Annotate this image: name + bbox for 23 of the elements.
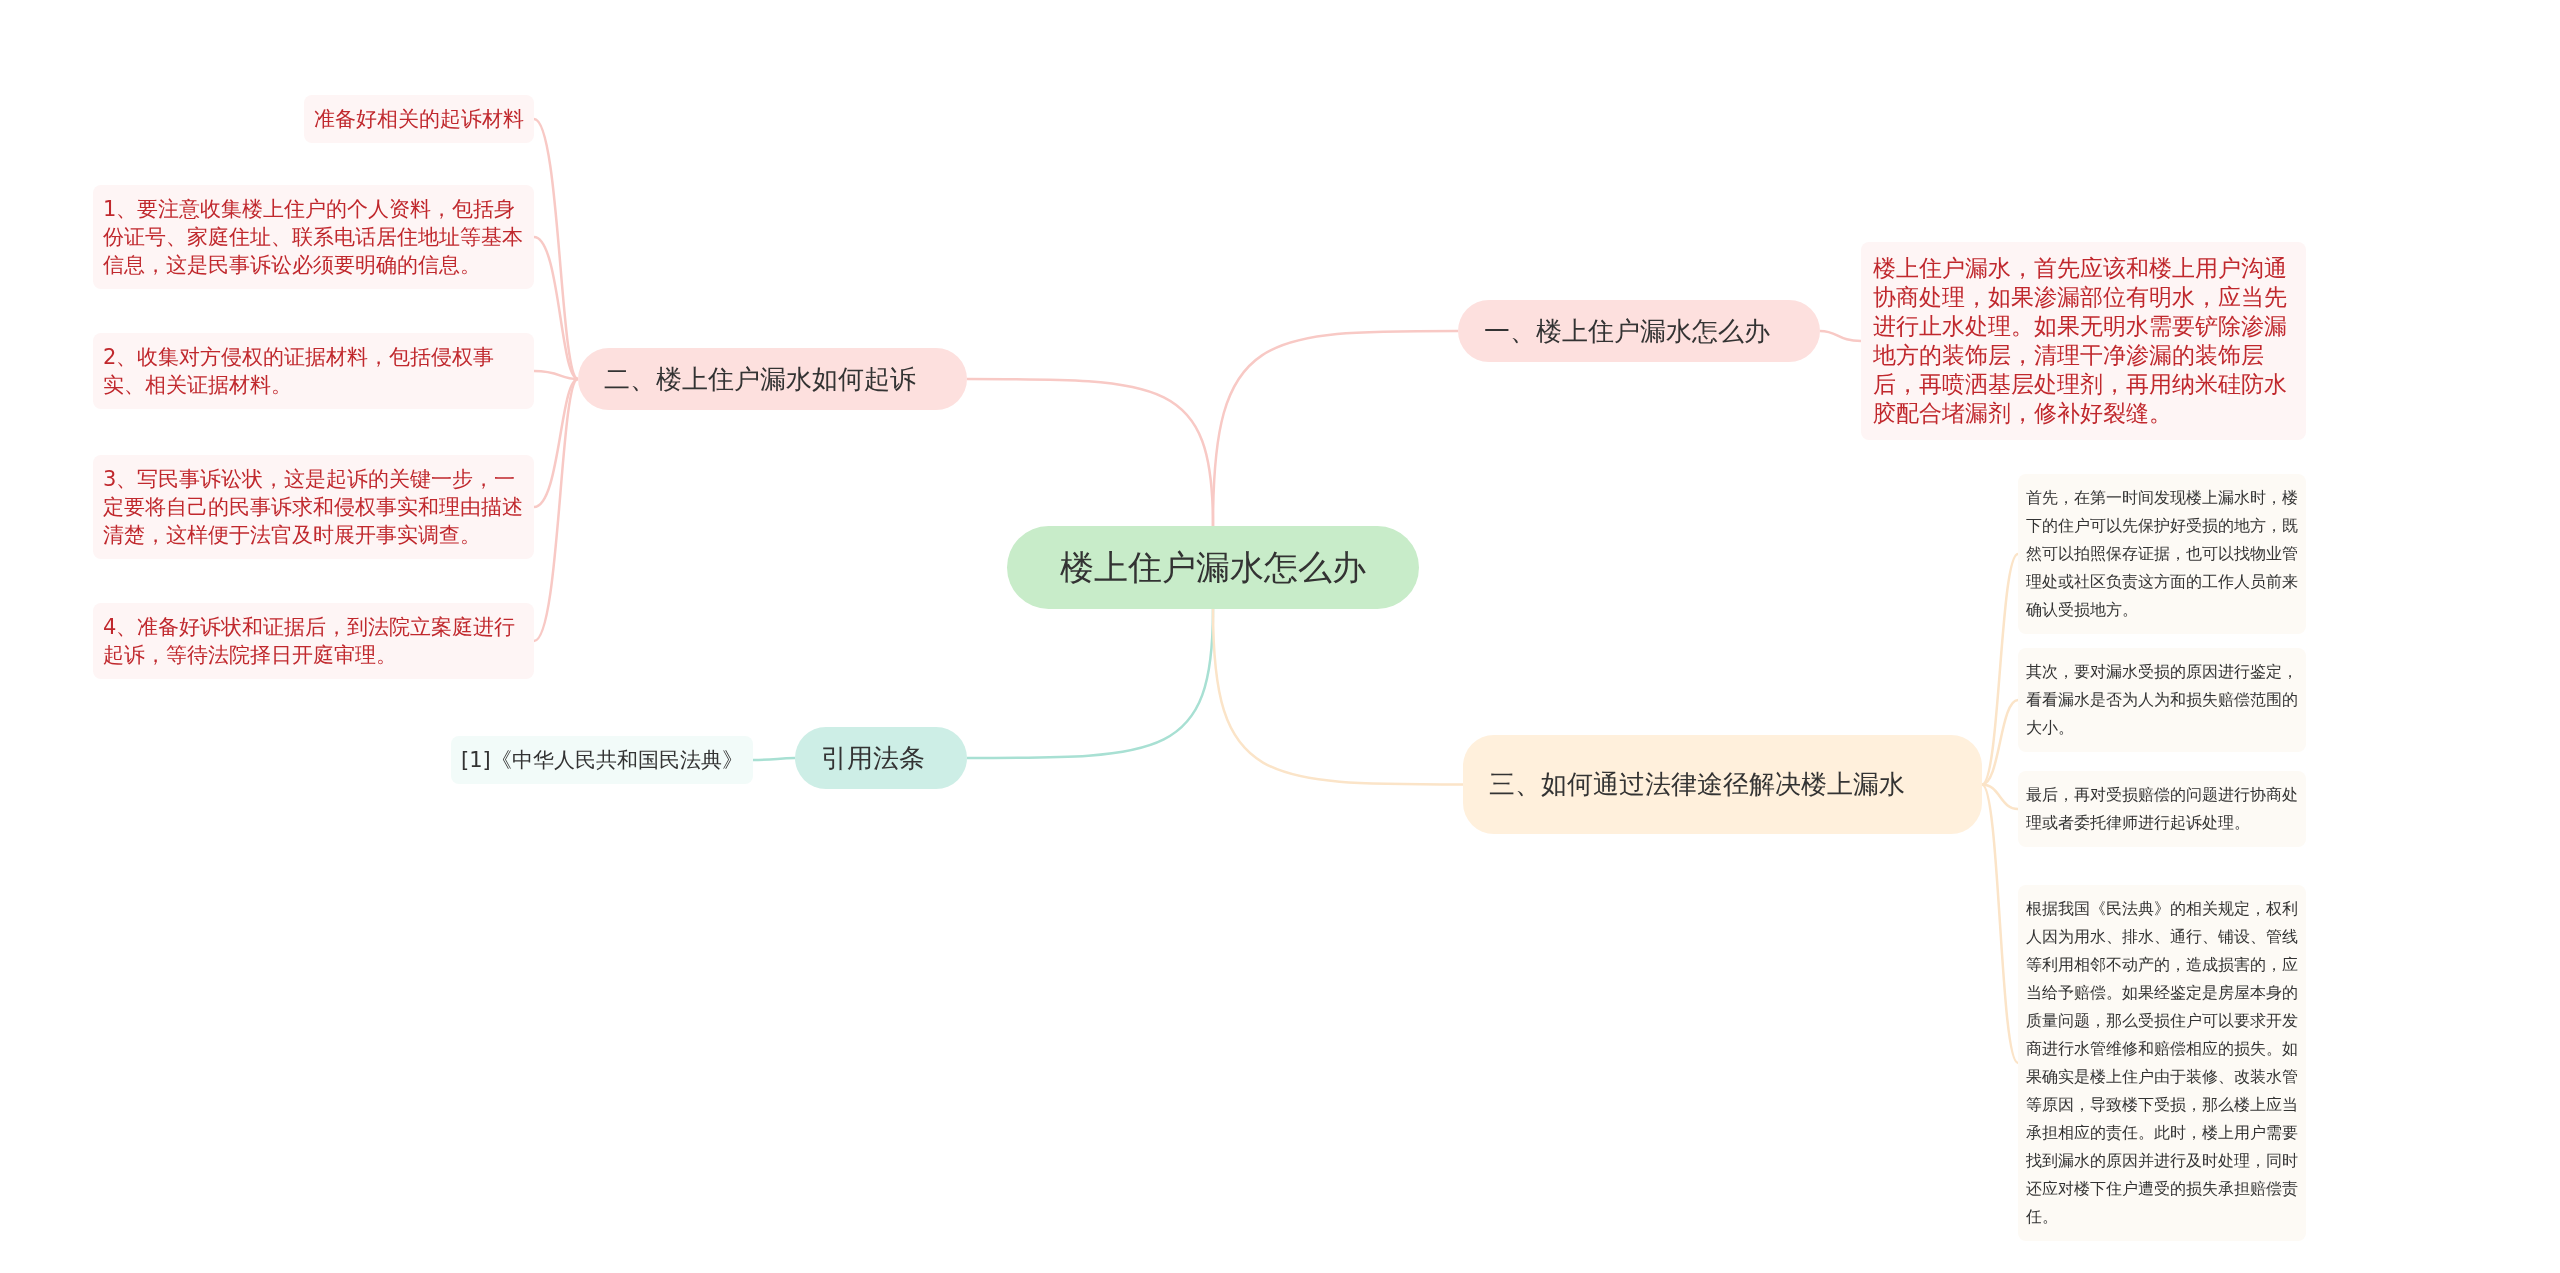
connector-line (533, 378, 579, 642)
topic-box: 三、如何通过法律途径解决楼上漏水 (1463, 735, 1982, 834)
note-box: 楼上住户漏水，首先应该和楼上用户沟通协商处理，如果渗漏部位有明水，应当先进行止水处理。如果无明水需要铲除渗漏地方的装饰层，清理干净渗漏的装饰层后，再喷洒基层处理剂，再用纳米硅防水胶配合堵漏剂，修补好裂缝。 (1861, 242, 2306, 440)
note-box: 4、准备好诉状和证据后，到法院立案庭进行起诉，等待法院择日开庭审理。 (93, 603, 534, 679)
note-box: 1、要注意收集楼上住户的个人资料，包括身份证号、家庭住址、联系电话居住地址等基本信息，这是民事诉讼必须要明确的信息。 (93, 185, 534, 289)
topic-box: 一、楼上住户漏水怎么办 (1458, 300, 1820, 362)
connector-line (1981, 783, 2019, 1064)
note-box: 最后，再对受损赔偿的问题进行协商处理或者委托律师进行起诉处理。 (2018, 771, 2306, 847)
connector-line (967, 377, 1215, 527)
topic-box: 二、楼上住户漏水如何起诉 (578, 348, 967, 410)
note-box: [1]《中华人民共和国民法典》 (451, 736, 753, 784)
connector-line (1819, 329, 1862, 343)
note-box: 2、收集对方侵权的证据材料，包括侵权事实、相关证据材料。 (93, 333, 534, 409)
central-topic: 楼上住户漏水怎么办 (1007, 526, 1419, 609)
note-box: 根据我国《民法典》的相关规定，权利人因为用水、排水、通行、铺设、管线等利用相邻不动产的，造成损害的，应当给予赔偿。如果经鉴定是房屋本身的质量问题，那么受损住户可以要求开发商进行水管维修和赔偿相应的损失。如果确实是楼上住户由于装修、改装水管等原因，导致楼下受损，那么楼上应当承担相应的责任。此时，楼上用户需要找到漏水的原因并进行及时处理，同时还应对楼下住户遭受的损失承担赔偿责任。 (2018, 885, 2306, 1241)
note-box: 首先，在第一时间发现楼上漏水时，楼下的住户可以先保护好受损的地方，既然可以拍照保存证据，也可以找物业管理处或社区负责这方面的工作人员前来确认受损地方。 (2018, 474, 2306, 634)
connector-line (753, 756, 795, 762)
connector-line (1211, 608, 1463, 786)
connector-line (1981, 553, 2019, 786)
note-box: 其次，要对漏水受损的原因进行鉴定，看看漏水是否为人为和损失赔偿范围的大小。 (2018, 648, 2306, 752)
topic-box: 引用法条 (795, 727, 967, 789)
note-box: 准备好相关的起诉材料 (304, 95, 534, 143)
note-box: 3、写民事诉讼状，这是起诉的关键一步，一定要将自己的民事诉求和侵权事实和理由描述清楚，这样便于法官及时展开事实调查。 (93, 455, 534, 559)
